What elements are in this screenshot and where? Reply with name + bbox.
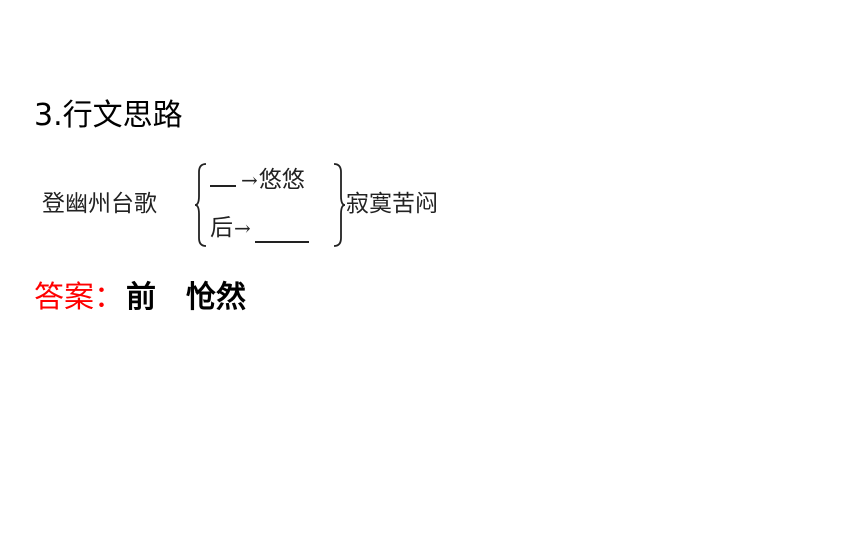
answer-label: 答案： — [34, 280, 124, 315]
right-brace — [333, 163, 346, 247]
answer-value-2: 怆然 — [186, 280, 246, 315]
answer-line: 答案：前怆然 — [34, 278, 246, 318]
left-brace — [194, 163, 207, 247]
branch-bottom-prefix: 后 — [210, 215, 233, 241]
blank-dash — [210, 185, 236, 187]
structure-diagram: 登幽州台歌 →悠悠 后→ 寂寞苦闷 — [42, 162, 482, 248]
diagram-branch-bottom: 后→ — [210, 213, 309, 243]
section-heading: 3.行文思路 — [34, 98, 183, 133]
blank-line — [254, 241, 309, 243]
arrow-icon: → — [234, 216, 251, 240]
answer-value-1: 前 — [126, 280, 156, 315]
branch-top-result: 悠悠 — [258, 167, 305, 193]
diagram-left-label: 登幽州台歌 — [42, 191, 157, 217]
diagram-right-label: 寂寞苦闷 — [346, 191, 438, 217]
diagram-branch-top: →悠悠 — [210, 165, 305, 195]
arrow-icon: → — [241, 168, 258, 192]
